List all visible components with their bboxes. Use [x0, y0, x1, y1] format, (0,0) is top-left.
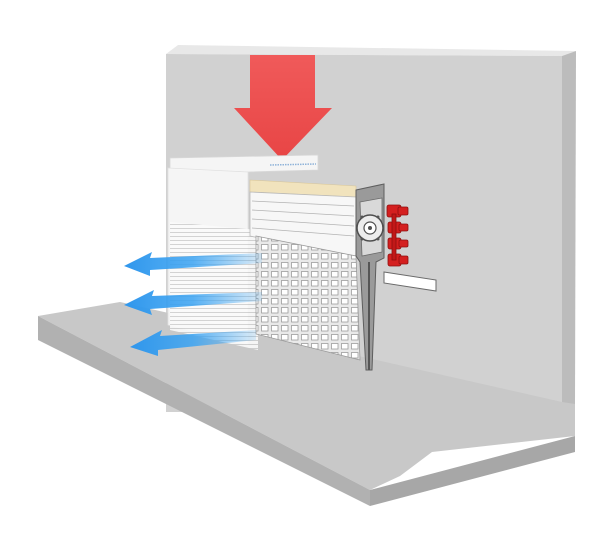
valve-icon	[386, 204, 409, 267]
outlet-arrow-icon	[124, 252, 262, 276]
outlet-arrow-icon	[124, 290, 262, 315]
wall-top-edge	[166, 45, 576, 56]
outlet-louvres	[170, 222, 258, 350]
floor-top-surface	[38, 302, 575, 490]
intake-arrow-icon	[234, 55, 332, 160]
unit-body-ribs	[251, 200, 355, 237]
floor	[38, 302, 575, 506]
floor-right-face	[370, 436, 575, 506]
intake-grille-lines	[269, 163, 317, 166]
outlet-arrow-icon	[130, 330, 256, 356]
mounting-bracket	[383, 271, 437, 292]
outlet-airflow	[124, 252, 262, 356]
fan-icon	[356, 214, 384, 242]
wall-side-face	[562, 51, 576, 412]
floor-front-face	[38, 316, 370, 506]
